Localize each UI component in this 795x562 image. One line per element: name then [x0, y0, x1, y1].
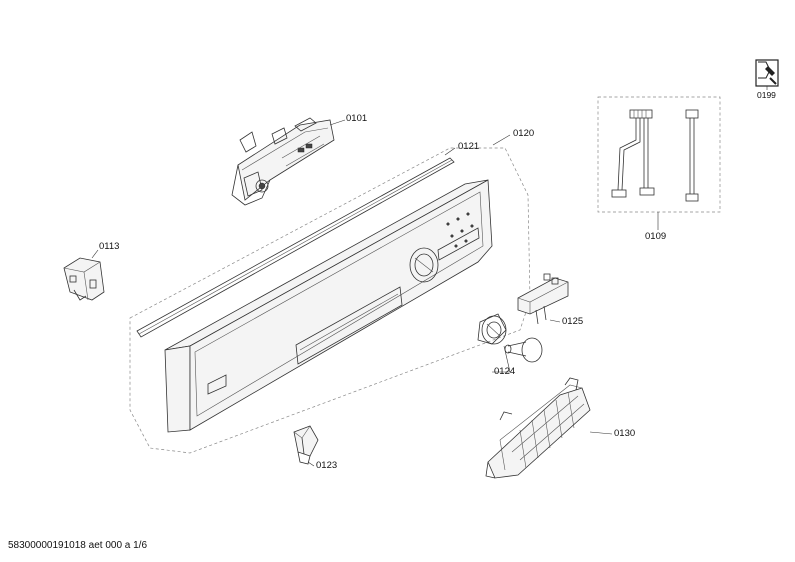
document-footer-id: 58300000191018 aet 000 a 1/6 [8, 540, 148, 551]
part-label-0121: 0121 [458, 141, 480, 152]
bracket-0113 [63, 257, 105, 301]
part-label-0123: 0123 [316, 460, 338, 471]
assembly-boundary-0120 [129, 147, 531, 454]
control-panel-fascia [164, 179, 493, 433]
connector-block-0125 [517, 273, 569, 325]
clip-0123 [293, 425, 319, 465]
part-label-0113: 0113 [99, 241, 120, 252]
part-label-0101: 0101 [346, 113, 368, 124]
trim-strip-0121 [136, 157, 455, 338]
wire-harness-0109 [597, 96, 721, 213]
part-label-0124: 0124 [494, 366, 516, 377]
electronic-module-0101 [231, 117, 335, 206]
part-label-0120: 0120 [513, 128, 535, 139]
part-label-0130: 0130 [614, 428, 636, 439]
part-label-0109: 0109 [645, 231, 667, 242]
part-label-0125: 0125 [562, 316, 584, 327]
base-rail-0130 [485, 377, 591, 479]
part-label-0199: 0199 [757, 90, 776, 100]
knob-0124 [477, 313, 543, 363]
leader-lines [91, 86, 768, 467]
wrench-service-icon [755, 59, 779, 87]
